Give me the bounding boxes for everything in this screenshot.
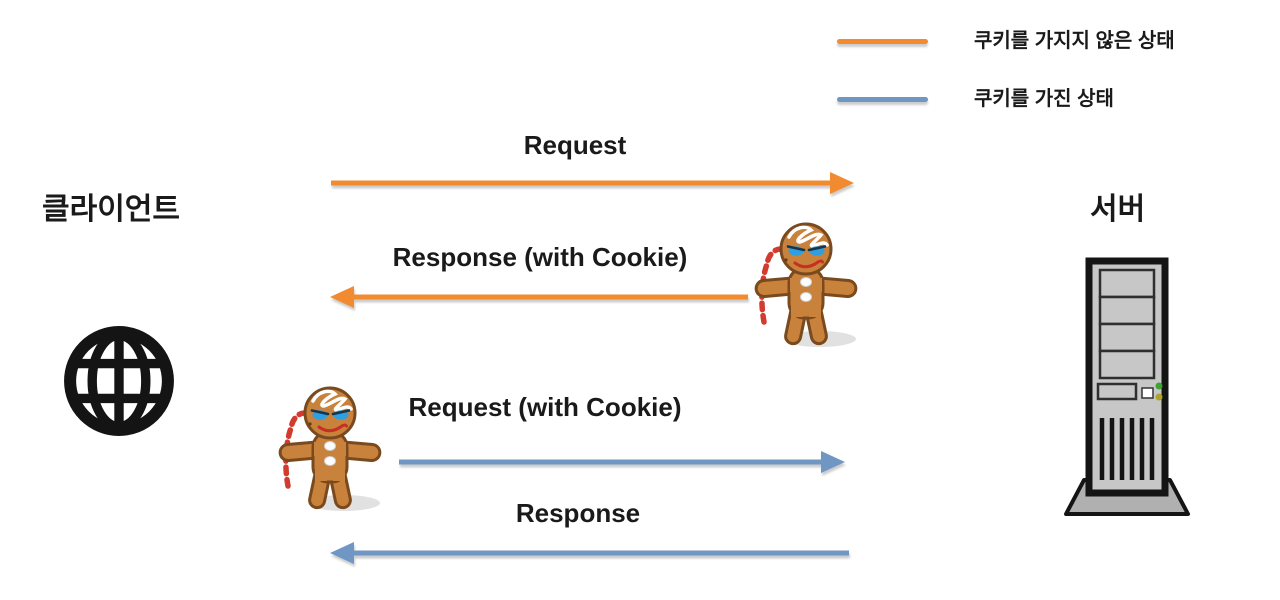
request-with-cookie-arrow-right-icon (399, 451, 845, 473)
legend-line-blue-icon (837, 96, 928, 102)
request-arrow-right-icon (331, 172, 854, 194)
message-label-request-with-cookie: Request (with Cookie) (408, 392, 682, 422)
message-label-response-with-cookie: Response (with Cookie) (392, 242, 688, 272)
server-label: 서버 (1090, 193, 1146, 226)
legend-label-without-cookie: 쿠키를 가지지 않은 상태 (974, 30, 1175, 52)
legend-line-orange-icon (837, 38, 928, 44)
legend-label-with-cookie: 쿠키를 가진 상태 (974, 88, 1114, 110)
server-tower-icon (1064, 257, 1190, 516)
cookie-character-icon (744, 222, 868, 350)
legend-item-with-cookie: 쿠키를 가진 상태 (837, 82, 1114, 116)
response-arrow-left-icon (330, 542, 849, 564)
cookie-character-icon (268, 386, 392, 514)
message-label-response: Response (515, 498, 641, 528)
globe-icon (64, 326, 174, 436)
response-with-cookie-arrow-left-icon (330, 286, 748, 308)
message-label-request: Request (523, 130, 627, 160)
legend-item-without-cookie: 쿠키를 가지지 않은 상태 (837, 24, 1175, 58)
client-label: 클라이언트 (42, 193, 180, 226)
